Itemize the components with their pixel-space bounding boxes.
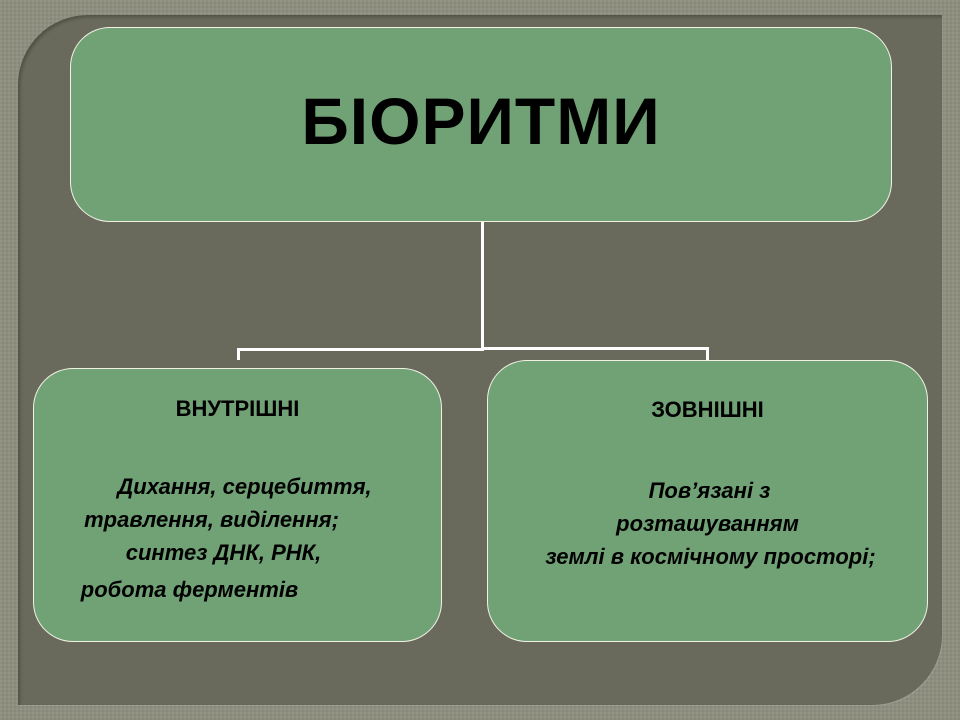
- internal-line: синтез ДНК, РНК,: [125, 540, 322, 565]
- external-heading: ЗОВНІШНІ: [651, 397, 764, 422]
- external-description: Пов’язані з розташуванням землі в косміч…: [488, 474, 927, 573]
- root-title: БІОРИТМИ: [301, 84, 661, 158]
- internal-description: Дихання, серцебиття, травлення, виділенн…: [34, 470, 441, 606]
- child-node-internal: ВНУТРІШНІ Дихання, серцебиття, травлення…: [33, 368, 442, 642]
- external-line: розташуванням: [616, 511, 799, 536]
- external-line: Пов’язані з: [648, 478, 771, 503]
- root-node-biorhythms: БІОРИТМИ: [70, 27, 892, 222]
- connector-branch-left: [237, 348, 484, 351]
- child-node-external: ЗОВНІШНІ Пов’язані з розташуванням землі…: [487, 360, 928, 642]
- internal-heading: ВНУТРІШНІ: [175, 396, 300, 421]
- connector-drop-internal: [237, 348, 240, 360]
- internal-line: травлення, виділення;: [84, 507, 339, 532]
- internal-line: Дихання, серцебиття,: [117, 474, 372, 499]
- connector-drop-external: [706, 347, 709, 360]
- connector-branch-right: [482, 347, 709, 350]
- connector-root-trunk: [481, 222, 484, 351]
- external-line: землі в космічному просторі;: [545, 544, 876, 569]
- internal-line: робота ферментів: [80, 577, 299, 602]
